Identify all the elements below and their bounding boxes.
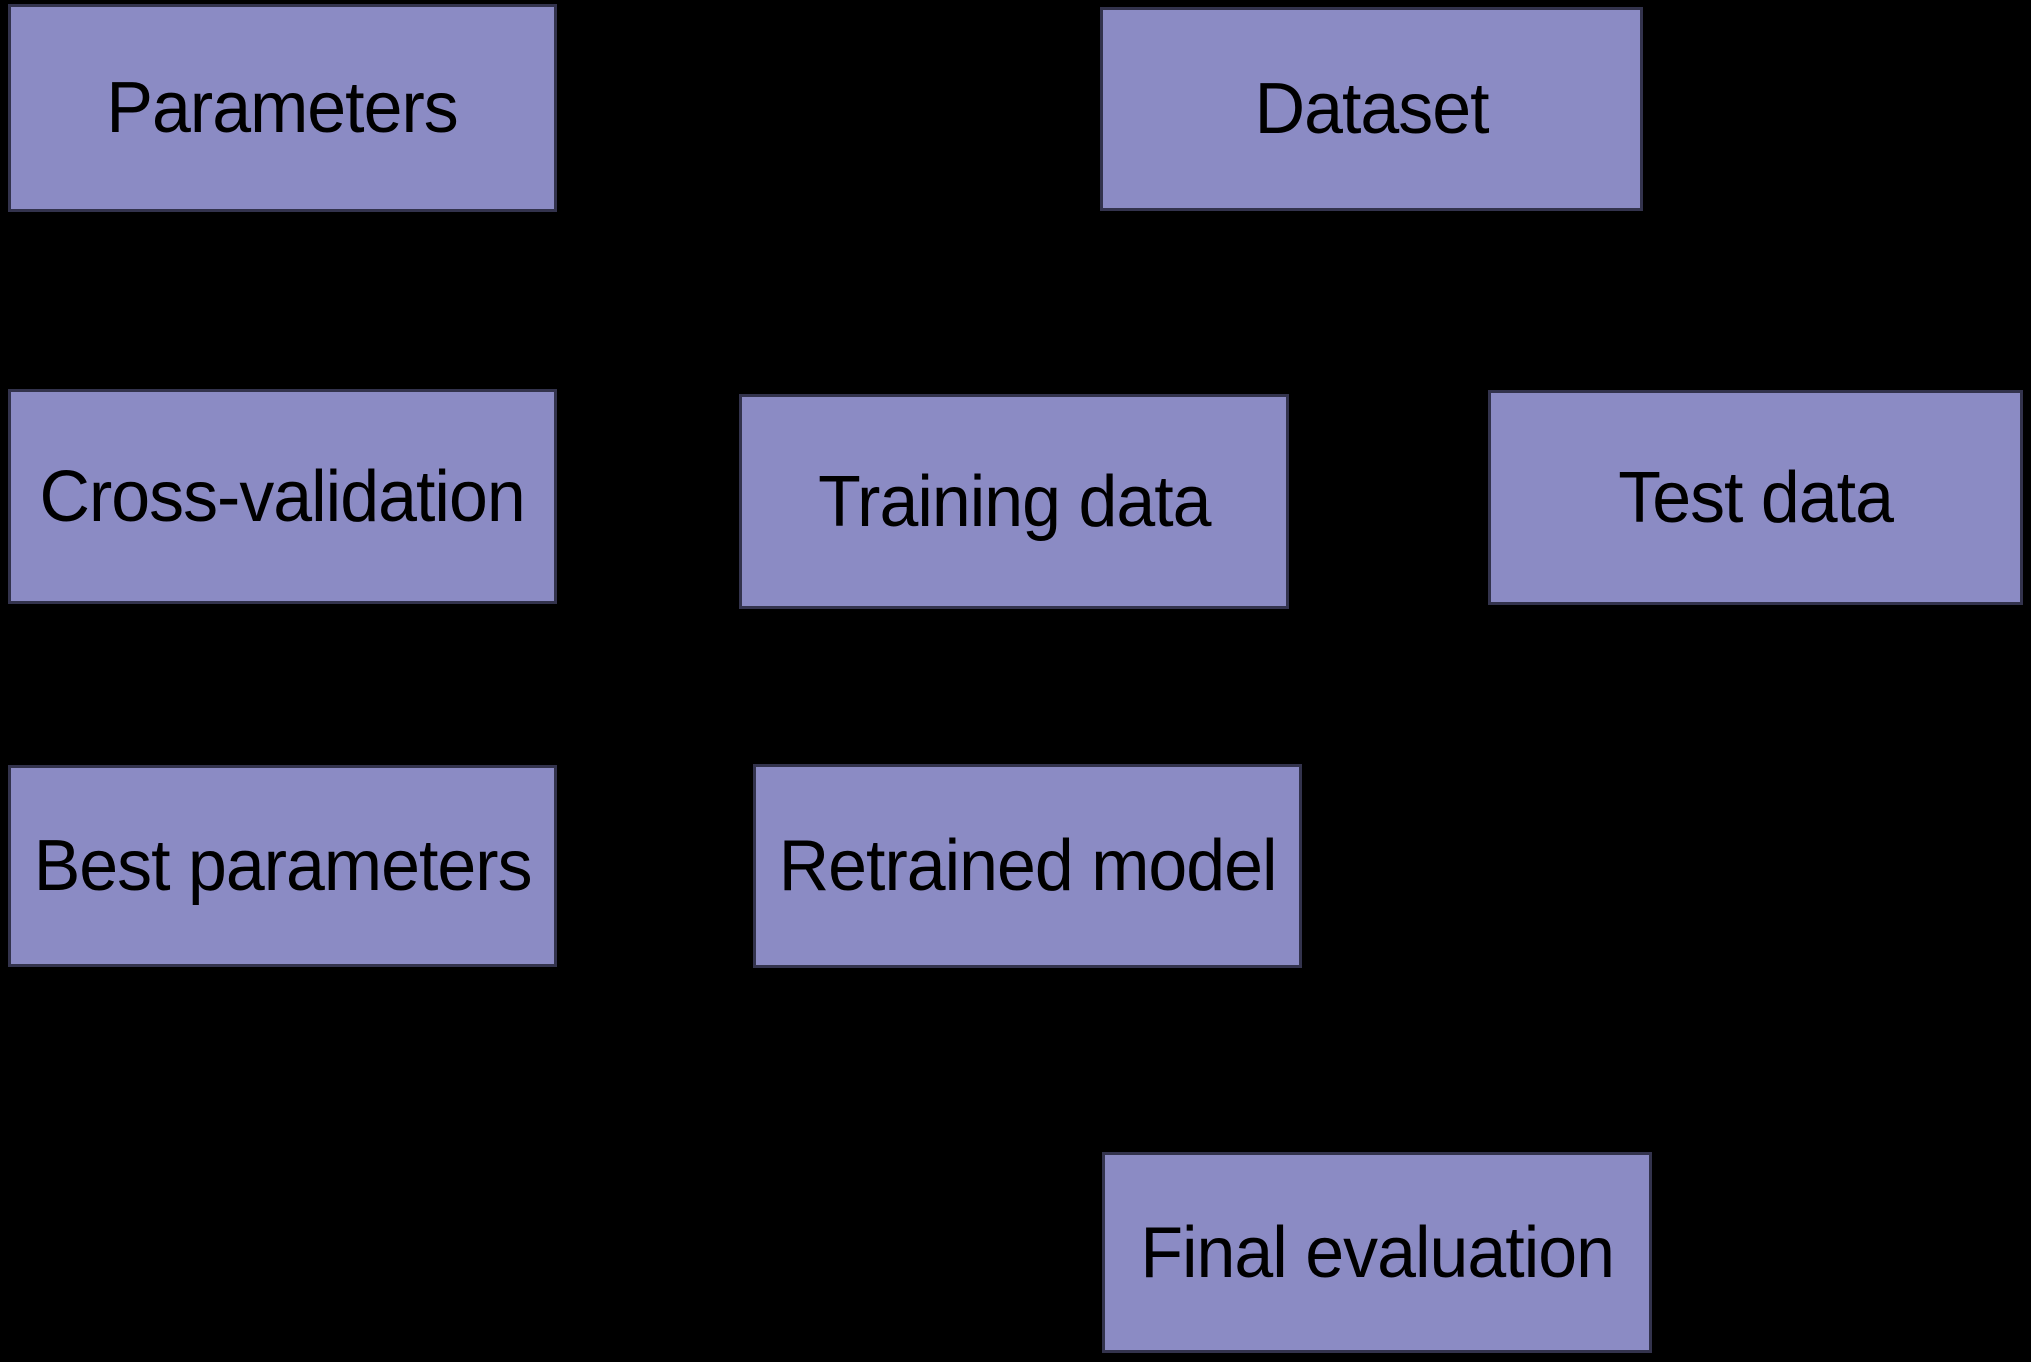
node-training-data: Training data <box>739 394 1289 609</box>
node-dataset-label: Dataset <box>1254 69 1490 149</box>
node-cross-validation: Cross-validation <box>8 389 557 604</box>
node-retrained-model-label: Retrained model <box>778 826 1278 906</box>
node-final-evaluation: Final evaluation <box>1102 1152 1652 1353</box>
node-retrained-model: Retrained model <box>753 764 1302 968</box>
node-final-evaluation-label: Final evaluation <box>1140 1212 1615 1293</box>
node-test-data: Test data <box>1488 390 2023 605</box>
node-test-data-label: Test data <box>1618 457 1894 538</box>
node-parameters: Parameters <box>8 4 557 212</box>
node-dataset: Dataset <box>1100 7 1643 211</box>
node-best-parameters-label: Best parameters <box>33 826 533 906</box>
node-best-parameters: Best parameters <box>8 765 557 967</box>
node-cross-validation-label: Cross-validation <box>39 456 526 537</box>
node-parameters-label: Parameters <box>106 68 459 148</box>
node-training-data-label: Training data <box>817 461 1211 542</box>
